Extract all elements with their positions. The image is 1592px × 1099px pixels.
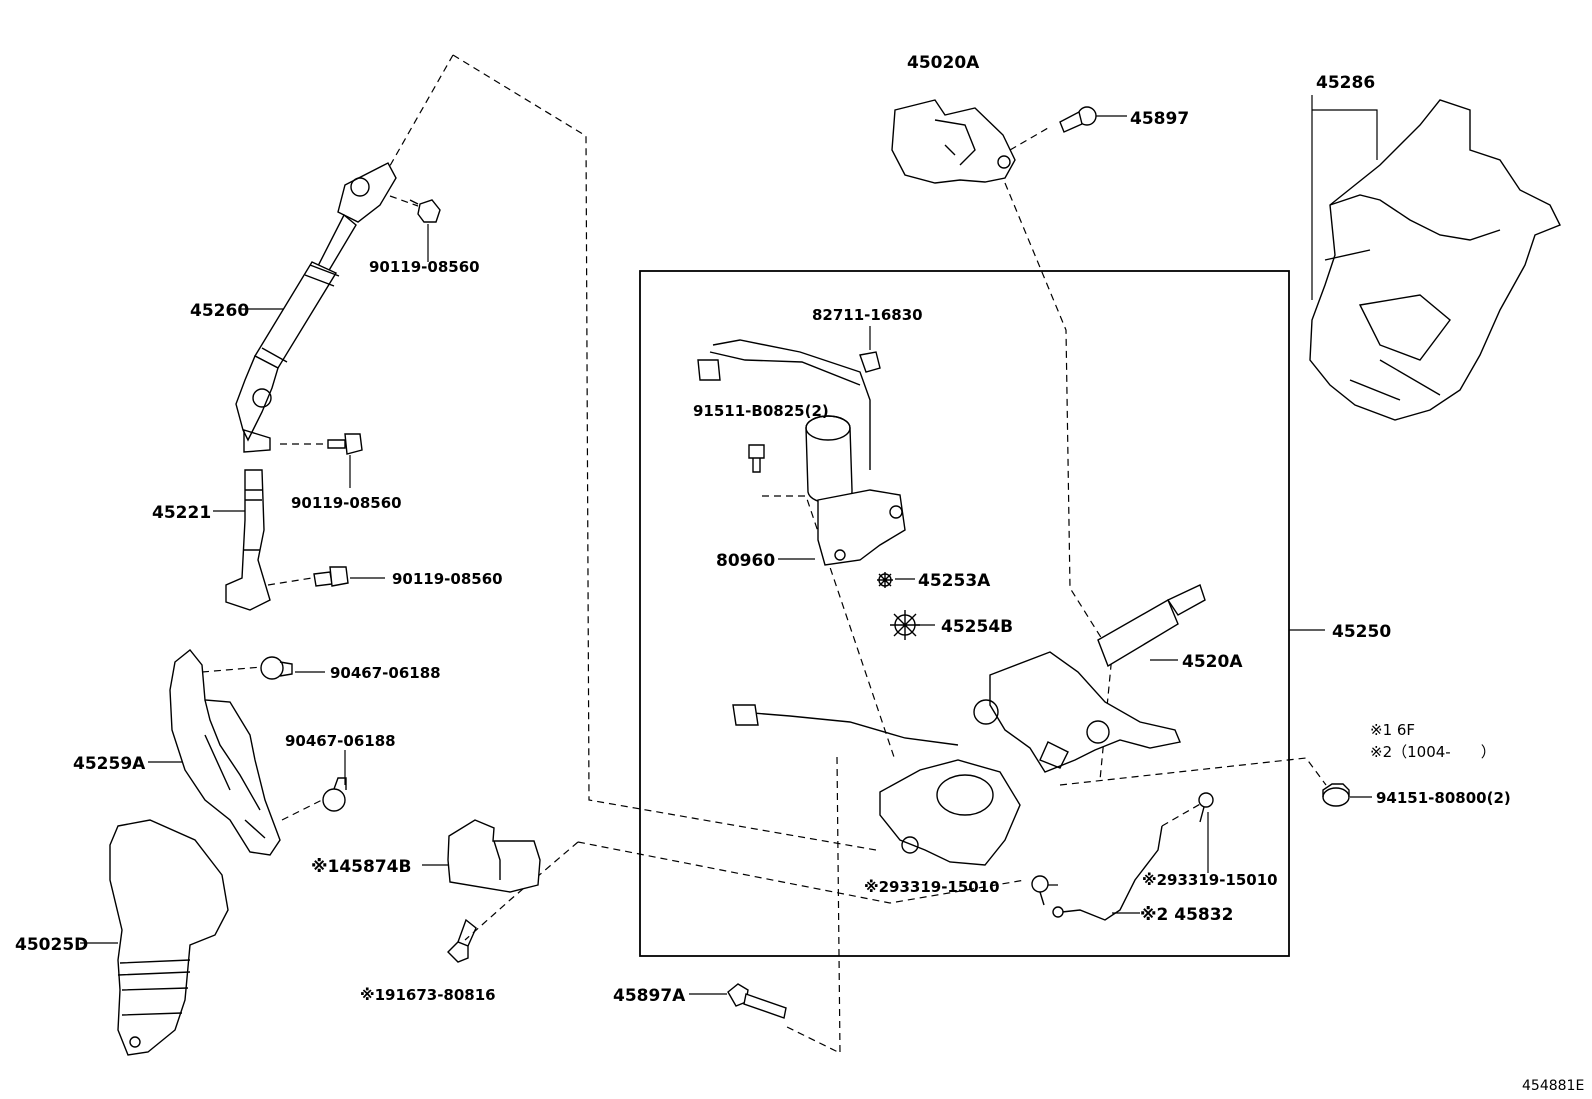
dashed-guide-lines (201, 54, 1327, 1054)
label-90119-b: 90119-08560 (291, 494, 402, 512)
screw-191673-80816[interactable] (447, 918, 477, 963)
label-191673: ※191673-80816 (360, 986, 496, 1004)
label-90119-c: 90119-08560 (392, 570, 503, 588)
label-82711: 82711-16830 (812, 306, 923, 324)
part-labels: 45020A 45897 45286 90119-08560 45260 901… (15, 53, 1584, 1094)
part-45221-lower-shaft[interactable] (225, 469, 271, 611)
clip-90467-06188-b[interactable] (322, 777, 347, 812)
label-293319-b: ※293319-15010 (1142, 871, 1278, 889)
note-2: ※2（1004- ） (1370, 743, 1496, 761)
clamp-82711-16830[interactable] (859, 351, 881, 373)
label-45260: 45260 (190, 301, 249, 321)
label-45897A: 45897A (613, 986, 686, 1006)
label-90119-a: 90119-08560 (369, 258, 480, 276)
label-94151: 94151-80800(2) (1376, 789, 1511, 807)
part-45286-column-cover[interactable] (1309, 99, 1561, 421)
bolt-45897[interactable] (1059, 106, 1097, 133)
part-80960-motor[interactable] (697, 339, 906, 566)
label-45253A: 45253A (918, 571, 991, 591)
label-90467-b: 90467-06188 (285, 732, 396, 750)
label-45874B: ※145874B (311, 857, 411, 877)
note-1: ※1 6F (1370, 721, 1415, 739)
label-90467-a: 90467-06188 (330, 664, 441, 682)
label-45250: 45250 (1332, 622, 1391, 642)
label-45020A: 45020A (907, 53, 980, 73)
label-80960: 80960 (716, 551, 775, 571)
label-45897: 45897 (1130, 109, 1189, 129)
part-45260-intermediate-shaft[interactable] (235, 162, 397, 453)
part-45025D-boot[interactable] (109, 819, 229, 1056)
pin-91511-B0825[interactable] (748, 444, 765, 473)
label-45286: 45286 (1316, 73, 1375, 93)
label-45259A: 45259A (73, 754, 146, 774)
gear-45253A[interactable] (877, 572, 893, 588)
nut-94151-80800[interactable] (1322, 783, 1350, 807)
diagram-id: 454881E (1522, 1078, 1584, 1094)
label-45025D: 45025D (15, 935, 88, 955)
part-45259A-cover[interactable] (169, 649, 281, 856)
label-45254B: 45254B (941, 617, 1013, 637)
label-293319-a: ※293319-15010 (864, 878, 1000, 896)
assembly-frame-45250 (639, 270, 1290, 957)
screw-293319-15010-a[interactable] (1031, 875, 1049, 906)
label-45221: 45221 (152, 503, 211, 523)
label-4520A: 4520A (1182, 652, 1243, 672)
screw-293319-15010-b[interactable] (1198, 792, 1214, 823)
bolt-45897A[interactable] (727, 983, 787, 1019)
wire-45832[interactable] (1052, 825, 1163, 921)
label-45832: ※2 45832 (1140, 905, 1233, 925)
part-45020A-bracket[interactable] (891, 99, 1016, 184)
part-45874B-cover[interactable] (447, 819, 541, 893)
clip-90467-06188-a[interactable] (260, 656, 293, 680)
bolt-90119-08560-a[interactable] (409, 199, 441, 223)
leader-lines (80, 95, 1378, 995)
bolt-90119-08560-c[interactable] (313, 566, 349, 587)
label-91511: 91511-B0825(2) (693, 402, 829, 420)
part-4520A-steering-column[interactable] (732, 584, 1206, 866)
bolt-90119-08560-b[interactable] (327, 433, 363, 455)
gear-45254B[interactable] (890, 610, 920, 640)
